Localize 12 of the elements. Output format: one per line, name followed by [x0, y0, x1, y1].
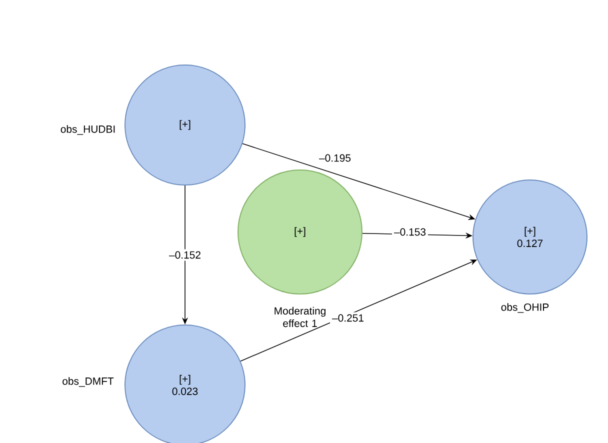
node-label: Moderating effect 1	[274, 306, 326, 328]
node-label: obs_DMFT	[62, 377, 114, 387]
circle-node: [+]	[124, 64, 246, 186]
edge-label: –0.195	[317, 152, 353, 164]
edge-label: –0.153	[392, 226, 428, 238]
circle-node: [+]	[238, 170, 362, 294]
node-label: obs_OHIP	[501, 303, 549, 313]
circle-node: [+] 0.127	[472, 180, 588, 294]
node-label: obs_HUDBI	[60, 125, 115, 135]
circle-node: [+] 0.023	[124, 324, 246, 443]
edge-label: –0.251	[330, 312, 366, 324]
edge-label: –0.152	[167, 249, 203, 261]
